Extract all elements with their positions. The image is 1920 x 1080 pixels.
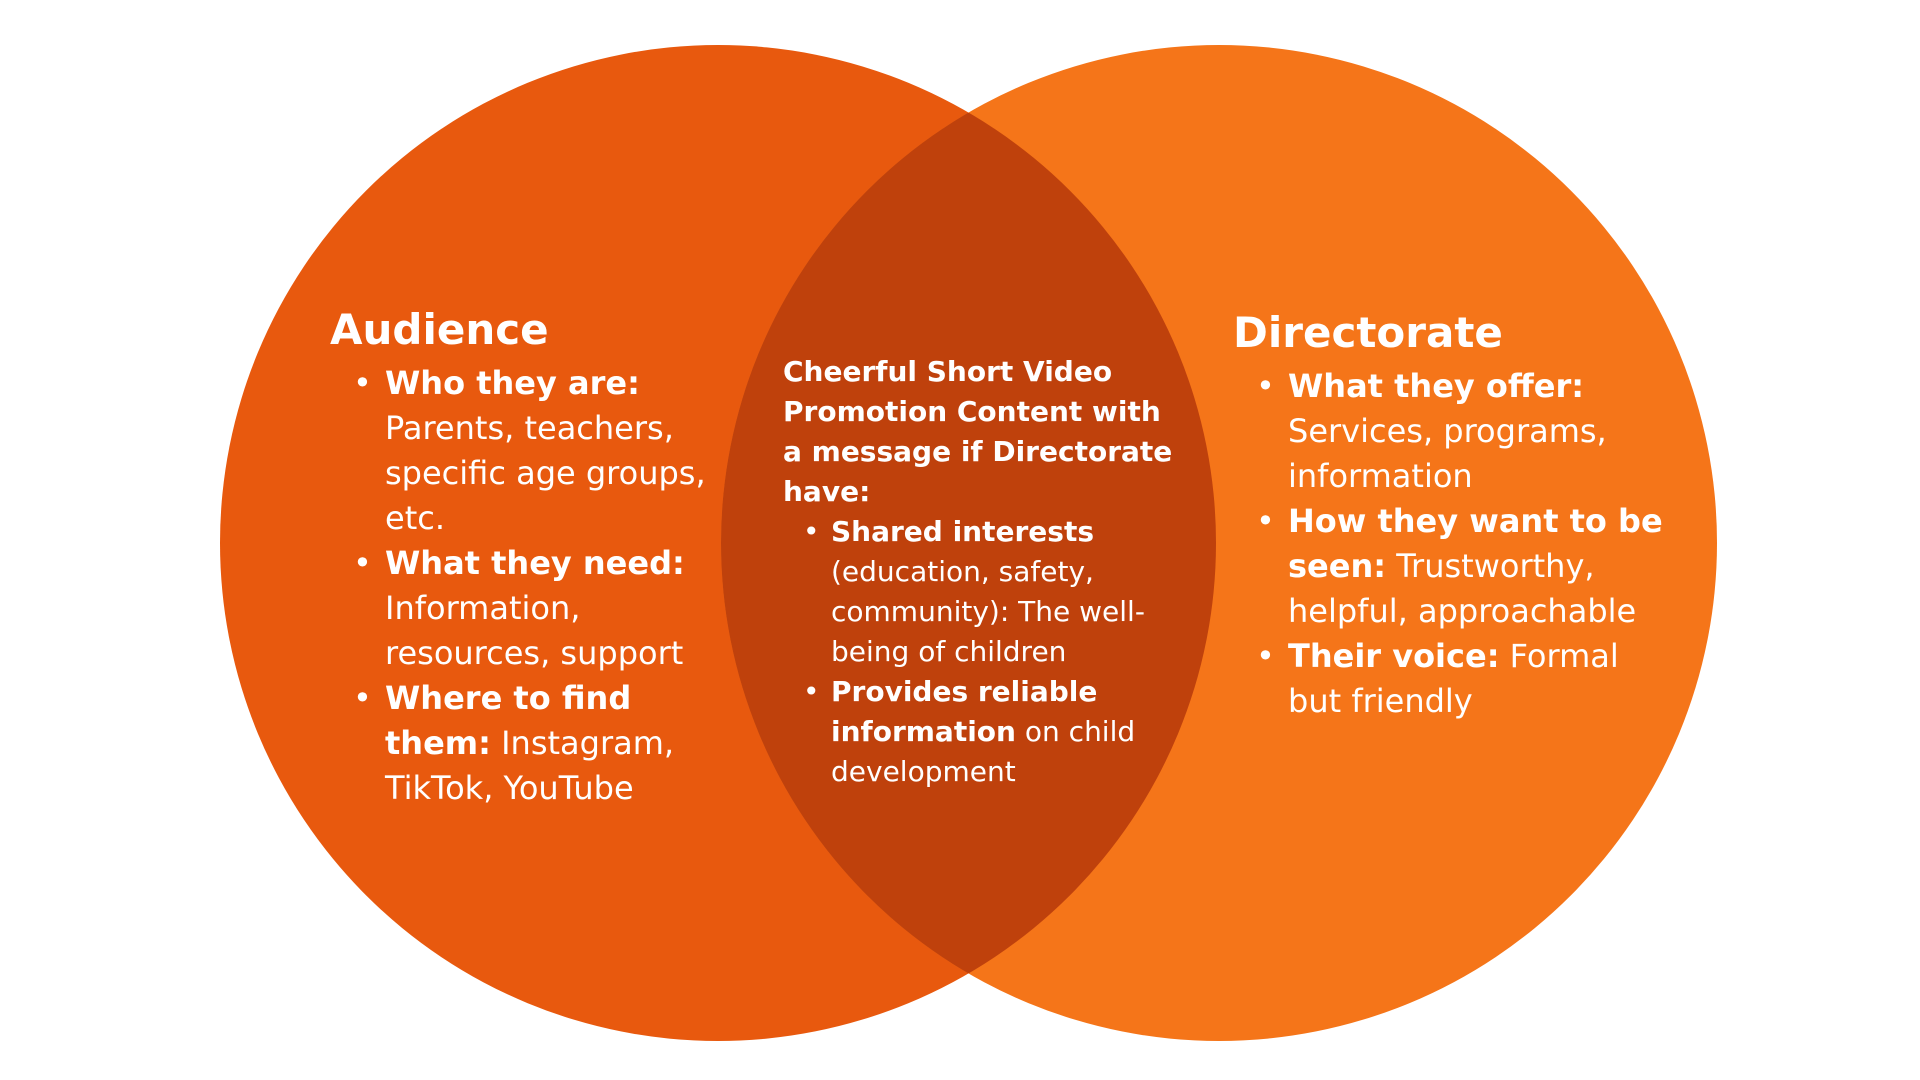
directorate-item-offer: What they offer: Services, programs, inf… [1256, 364, 1673, 499]
directorate-item-seen: How they want to be seen: Trustworthy, h… [1256, 499, 1673, 634]
overlap-section: Cheerful Short Video Promotion Content w… [783, 352, 1183, 792]
directorate-heading: Directorate [1233, 308, 1503, 357]
audience-heading: Audience [330, 305, 549, 354]
overlap-heading: Cheerful Short Video Promotion Content w… [783, 355, 1173, 508]
directorate-list: What they offer: Services, programs, inf… [1233, 364, 1673, 724]
overlap-region [721, 45, 1216, 1041]
directorate-item-voice: Their voice: Formal but friendly [1256, 634, 1673, 724]
audience-item-who: Who they are: Parents, teachers, specifi… [353, 361, 730, 541]
audience-list: Who they are: Parents, teachers, specifi… [330, 361, 730, 811]
audience-item-need: What they need: Information, resources, … [353, 541, 730, 676]
overlap-list: Shared interests (education, safety, com… [783, 512, 1183, 792]
audience-item-where: Where to find them: Instagram, TikTok, Y… [353, 676, 730, 811]
directorate-section: Directorate What they offer: Services, p… [1233, 308, 1673, 724]
audience-section: Audience Who they are: Parents, teachers… [330, 305, 730, 811]
overlap-item-shared: Shared interests (education, safety, com… [803, 512, 1183, 672]
overlap-item-reliable: Provides reliable information on child d… [803, 672, 1183, 792]
